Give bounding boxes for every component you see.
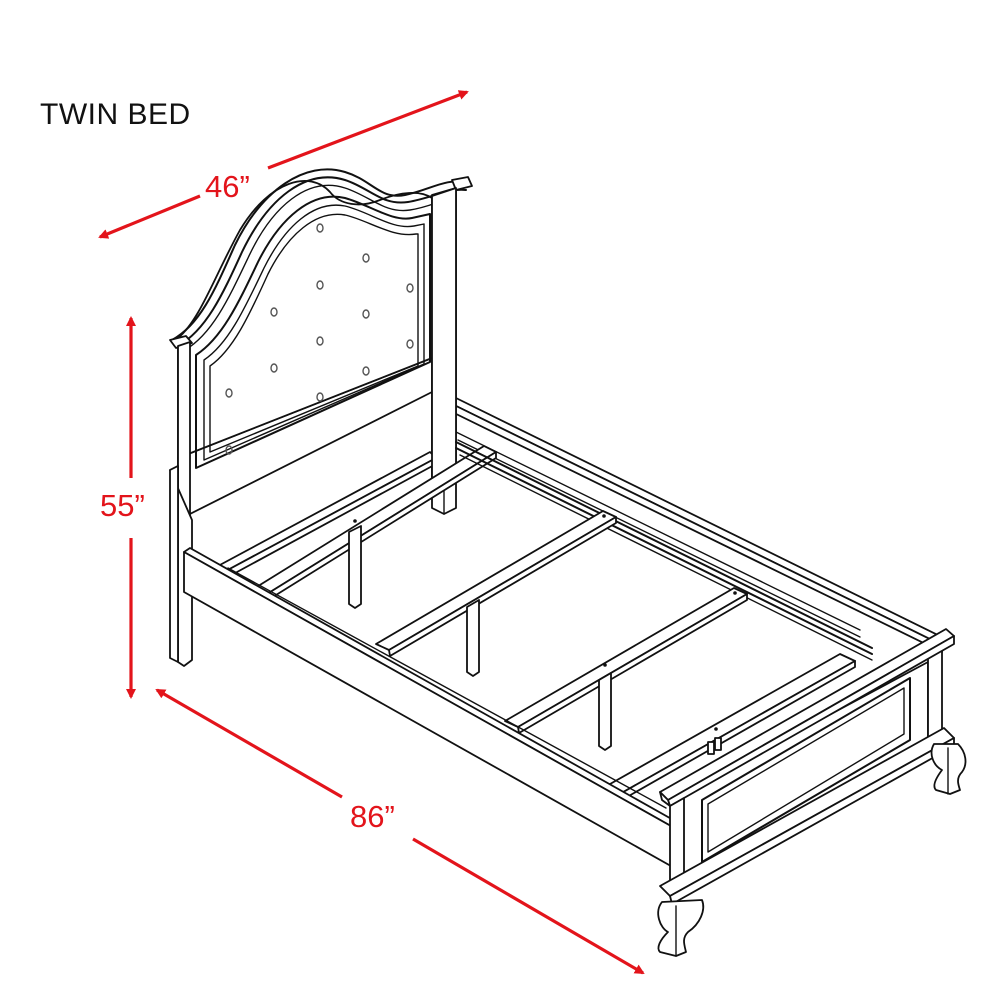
cabriole-feet <box>657 743 967 957</box>
slat-2 <box>375 510 617 677</box>
headboard-cross-rail <box>217 187 457 579</box>
length-dimension-arrow <box>155 688 645 975</box>
length-dimension-label: 86” <box>350 799 395 834</box>
tufted-panel-buttons <box>225 223 414 455</box>
diagram-title: TWIN BED <box>40 98 191 131</box>
center-support-rail <box>455 441 873 661</box>
headboard <box>169 168 473 667</box>
footboard <box>659 628 955 905</box>
slat-3 <box>504 587 748 751</box>
width-dimension-arrow <box>98 90 469 239</box>
height-dimension-label: 55” <box>100 488 145 523</box>
width-dimension-label: 46” <box>205 169 250 204</box>
slat-4 <box>602 653 856 802</box>
far-side-rail <box>447 397 951 653</box>
